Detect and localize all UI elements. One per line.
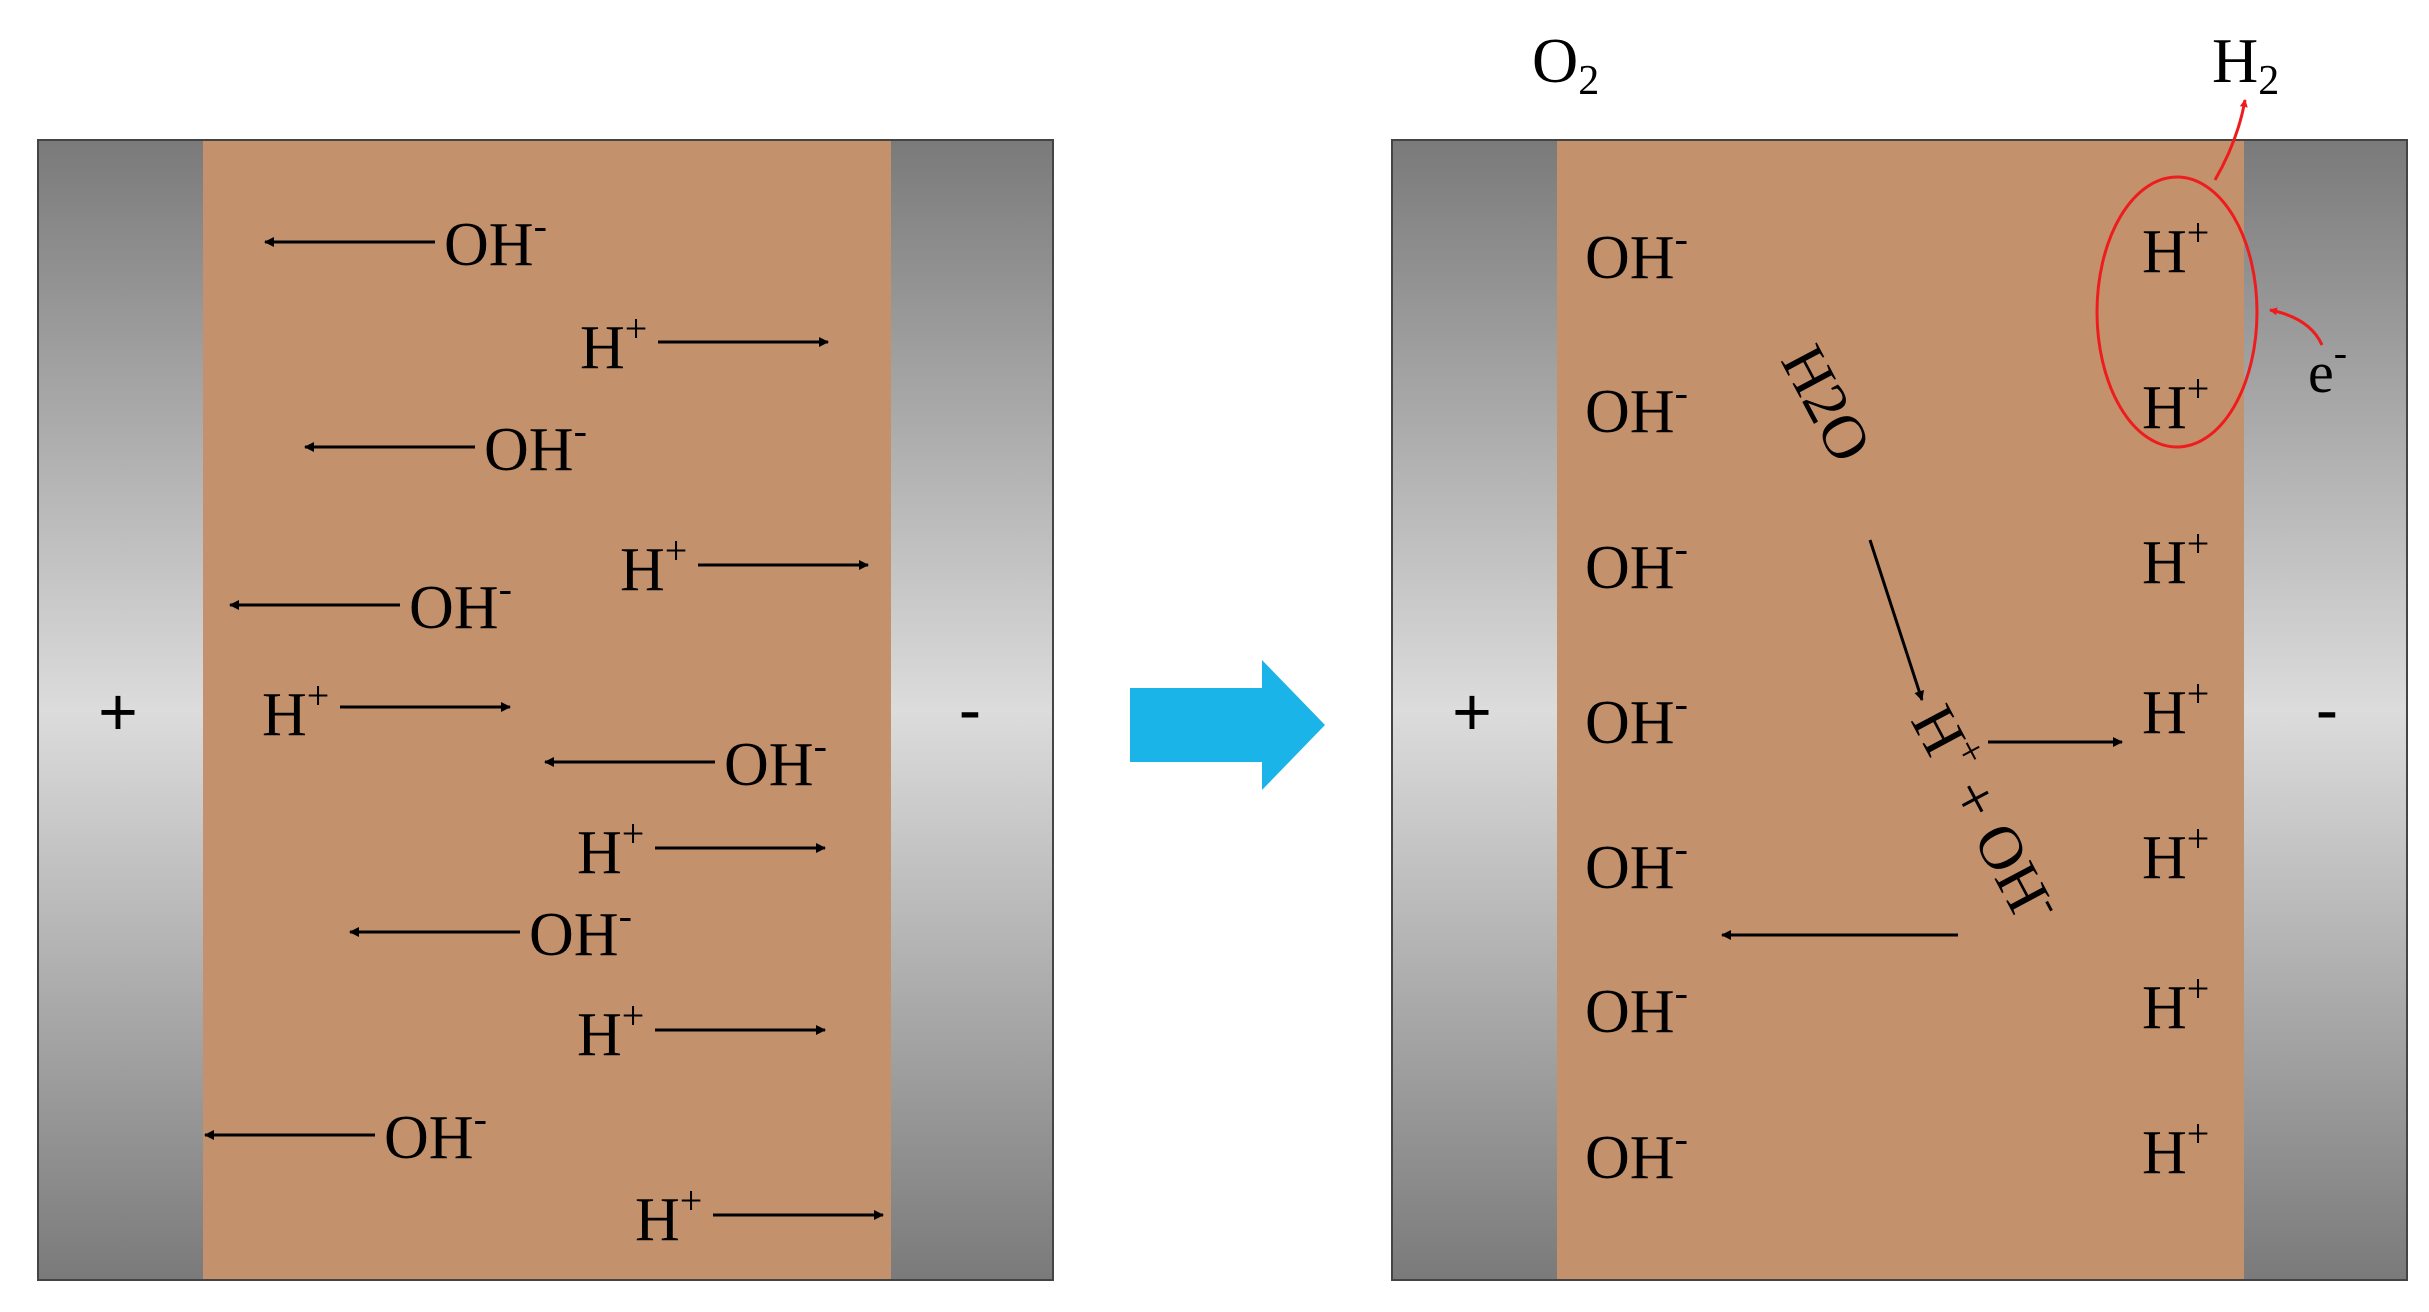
- right-cathode-sign: -: [2316, 672, 2339, 748]
- electron-label: e-: [2308, 330, 2347, 405]
- left-anode: [38, 140, 203, 1280]
- electron-transfer-arrow: [2269, 307, 2324, 346]
- hydroxide-ion: OH-: [529, 893, 632, 969]
- proton-ion: H+: [577, 993, 644, 1069]
- proton-ion: H+: [2142, 210, 2209, 286]
- proton-ion: H+: [577, 811, 644, 887]
- proton-ion: H+: [620, 528, 687, 604]
- left-anode-sign: +: [98, 674, 138, 750]
- left-electrolyte: [203, 140, 891, 1280]
- hydrogen-release-arrow: [2213, 99, 2248, 181]
- left-panel: + - OH- H+ OH- H+ OH- H+ OH- H+ OH- H+: [37, 139, 1054, 1281]
- hydrogen-gas-label: H2: [2212, 25, 2279, 104]
- oxygen-gas-label: O2: [1532, 25, 1599, 104]
- right-electrolyte: [1557, 140, 2244, 1280]
- left-cathode-sign: -: [959, 672, 982, 748]
- hydrogen-evolution-highlight: [2095, 175, 2259, 449]
- hydroxide-ion: OH-: [444, 203, 547, 279]
- left-cathode: [891, 140, 1053, 1280]
- proton-ion: H+: [635, 1178, 702, 1254]
- hydroxide-ion: OH-: [1585, 526, 1688, 602]
- right-cathode: [2244, 140, 2407, 1280]
- hydroxide-ion: OH-: [484, 408, 587, 484]
- proton-ion: H+: [2142, 816, 2209, 892]
- right-anode: [1392, 140, 1557, 1280]
- proton-ion: H+: [2142, 966, 2209, 1042]
- transition-arrow: [1130, 660, 1325, 790]
- hydroxide-ion: OH-: [724, 723, 827, 799]
- hydroxide-ion: OH-: [1585, 681, 1688, 757]
- hydroxide-ion: OH-: [1585, 1116, 1688, 1192]
- hydroxide-ion: OH-: [384, 1096, 487, 1172]
- hydroxide-ion: OH-: [409, 566, 512, 642]
- dissociation-arrow: [1868, 539, 1924, 701]
- proton-ion: H+: [2142, 366, 2209, 442]
- right-panel: + - O2 H2 OH- OH- OH- OH- OH- OH- OH- H+…: [1391, 25, 2408, 1281]
- proton-ion: H+: [2142, 1111, 2209, 1187]
- hydroxide-ion: OH-: [1585, 826, 1688, 902]
- proton-ion: H+: [580, 306, 647, 382]
- hydroxide-ion: OH-: [1585, 216, 1688, 292]
- right-anode-sign: +: [1452, 674, 1492, 750]
- proton-ion: H+: [262, 673, 329, 749]
- proton-ion: H+: [2142, 521, 2209, 597]
- left-border: [37, 139, 1054, 1281]
- proton-ion: H+: [2142, 671, 2209, 747]
- right-border: [1391, 139, 2408, 1281]
- hydroxide-ion: OH-: [1585, 970, 1688, 1046]
- hydroxide-ion: OH-: [1585, 370, 1688, 446]
